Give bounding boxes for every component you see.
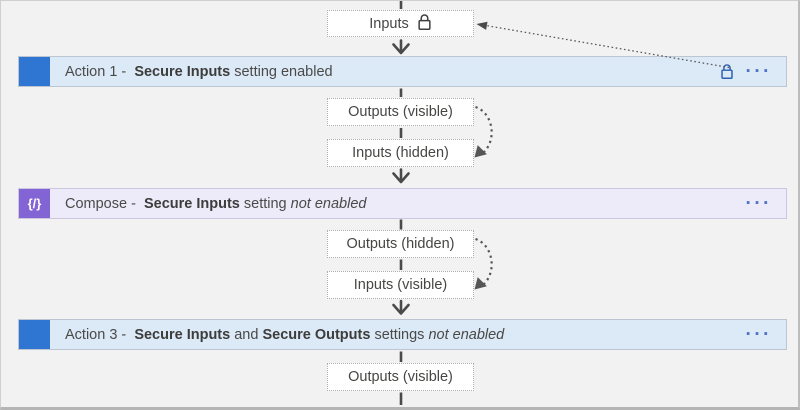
inputs-visible-node: Inputs (visible): [327, 271, 474, 299]
lock-icon: [417, 13, 432, 35]
secure-inputs-lock-icon: [720, 62, 734, 86]
action3-icon: [19, 320, 50, 349]
outputs-visible-label-2: Outputs (visible): [348, 369, 453, 385]
inputs-hidden-node: Inputs (hidden): [327, 139, 474, 167]
compose-title: Compose - Secure Inputs setting not enab…: [65, 195, 367, 212]
outputs-hidden-node: Outputs (hidden): [327, 230, 474, 258]
outputs-visible-node-1: Outputs (visible): [327, 98, 474, 126]
outputs-visible-node-2: Outputs (visible): [327, 363, 474, 391]
inputs-node-label: Inputs: [369, 15, 409, 32]
action1-title: Action 1 - Secure Inputs setting enabled: [65, 63, 333, 80]
inputs-hidden-label: Inputs (hidden): [352, 145, 449, 161]
inputs-visible-label: Inputs (visible): [353, 277, 448, 293]
action3-title: Action 3 - Secure Inputs and Secure Outp…: [65, 326, 505, 343]
action3-card[interactable]: Action 3 - Secure Inputs and Secure Outp…: [18, 319, 787, 350]
more-options-icon[interactable]: ···: [745, 192, 772, 214]
inputs-node: Inputs: [327, 10, 474, 37]
compose-icon: {/}: [19, 189, 50, 218]
action1-icon: [19, 57, 50, 86]
action1-card[interactable]: Action 1 - Secure Inputs setting enabled…: [18, 56, 787, 87]
more-options-icon[interactable]: ···: [745, 323, 772, 345]
outputs-visible-label-1: Outputs (visible): [348, 104, 453, 120]
compose-card[interactable]: {/} Compose - Secure Inputs setting not …: [18, 188, 787, 219]
outputs-hidden-label: Outputs (hidden): [346, 236, 455, 252]
more-options-icon[interactable]: ···: [745, 60, 772, 82]
